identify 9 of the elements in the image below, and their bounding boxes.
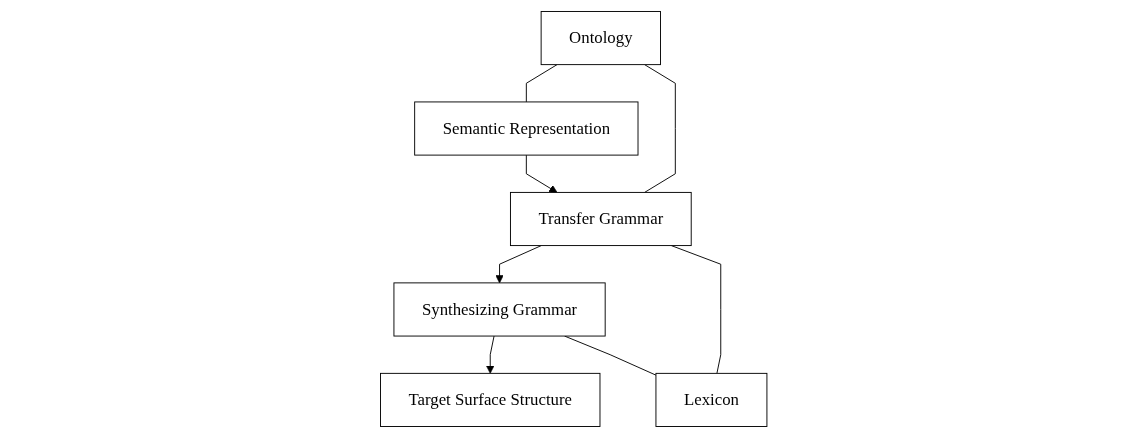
connector [671, 245, 722, 374]
node-box: Semantic Representation [414, 101, 639, 156]
connector [644, 64, 677, 193]
node-box: Lexicon [655, 372, 768, 427]
connector [526, 64, 558, 103]
node-box: Synthesizing Grammar [393, 282, 606, 337]
node-box: Target Surface Structure [380, 372, 601, 427]
node-box: Ontology [540, 11, 662, 66]
node-box: Transfer Grammar [510, 191, 692, 247]
